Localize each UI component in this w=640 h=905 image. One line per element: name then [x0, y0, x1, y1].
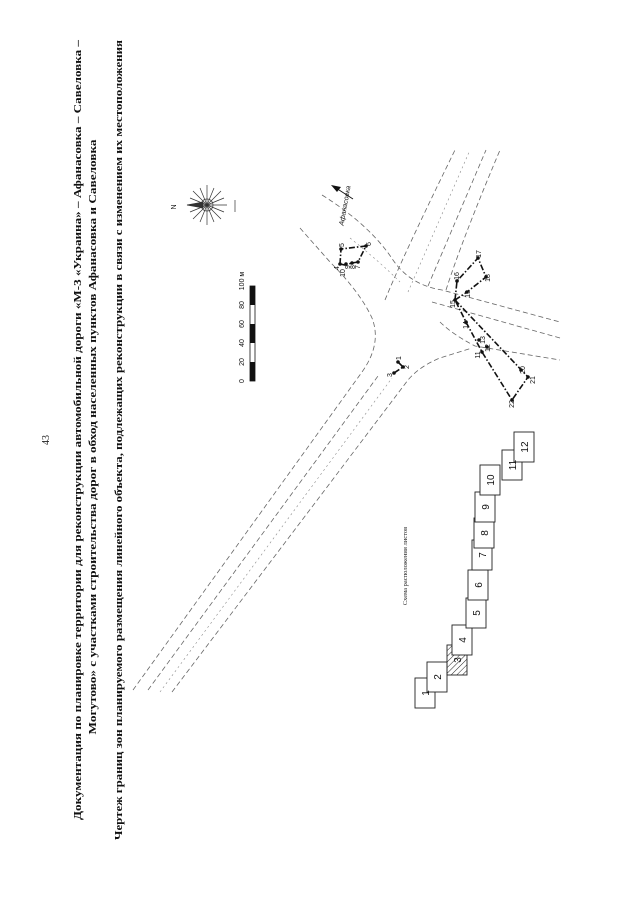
- sheet-box: [451, 624, 473, 656]
- scale-bar: [249, 285, 256, 382]
- point-label: 17: [476, 250, 483, 258]
- sheet-scheme-caption: Схема расположения листов: [402, 527, 409, 605]
- point-label: 9: [345, 265, 352, 269]
- sheet-number: 7: [478, 552, 489, 558]
- scale-tick-label: 20: [239, 358, 246, 366]
- compass-north-label: N: [171, 204, 178, 209]
- scale-end-label: 100 м: [239, 272, 246, 291]
- sheet-box: [426, 661, 448, 693]
- point-label: 3: [387, 373, 394, 377]
- point-label: 12: [485, 344, 492, 352]
- title-line-1: Документация по планировке территории дл…: [72, 39, 84, 820]
- point-label: 18: [485, 274, 492, 282]
- survey-point-markers: [338, 244, 530, 402]
- sheet-number: 2: [433, 674, 444, 680]
- point-labels: 1 2 3 4 5 6 7 8 9 10 11 12 13 14 15 16 1…: [334, 242, 537, 408]
- point-label: 4: [334, 266, 341, 270]
- point-label: 2: [404, 365, 411, 369]
- point-label: 7: [355, 265, 362, 269]
- point-label: 13: [480, 336, 487, 344]
- sheet-number: 11: [508, 459, 519, 470]
- sheet-number: 6: [474, 582, 485, 588]
- sheet-number: 5: [472, 610, 483, 616]
- scale-tick-label: 60: [239, 320, 246, 328]
- sheet-number: 3: [453, 657, 464, 663]
- sheet-scheme: 1 2 3 4 5 6 7 8 9 10 11 12: [414, 431, 535, 709]
- point-label: 5: [339, 243, 346, 247]
- scale-tick-label: 0: [239, 379, 246, 383]
- sheet-number: 4: [458, 637, 469, 643]
- sheet-box: [513, 431, 535, 463]
- point-label: 6: [366, 242, 373, 246]
- drawing-subtitle: Чертеж границ зон планируемого размещени…: [113, 40, 125, 840]
- point-label: 22: [509, 400, 516, 408]
- point-label: 16: [454, 272, 461, 280]
- title-line-2: Могутово» с участками строительства доро…: [87, 139, 99, 735]
- point-label: 8: [350, 265, 357, 269]
- point-label: 1: [396, 356, 403, 360]
- compass-rose-icon: [186, 185, 236, 225]
- point-label: 14: [463, 321, 470, 329]
- direction-arrow-icon: [331, 185, 354, 200]
- scale-tick-label: 80: [239, 301, 246, 309]
- sheet-number: 12: [520, 441, 531, 453]
- point-label: 21: [530, 376, 537, 384]
- sheet-number: 9: [481, 504, 492, 510]
- point-label: 10: [340, 269, 347, 277]
- point-label: 19: [465, 290, 472, 298]
- point-label: 20: [520, 366, 527, 374]
- sheet-number: 10: [486, 474, 497, 486]
- page-number: 43: [41, 435, 52, 445]
- sheet-box: [479, 464, 501, 496]
- point-label: 11: [475, 351, 482, 358]
- sheet-number: 1: [421, 690, 432, 696]
- point-label: 15: [450, 300, 457, 308]
- sheet-number: 8: [480, 530, 491, 536]
- scale-tick-label: 40: [239, 339, 246, 347]
- road-layout: [132, 149, 561, 693]
